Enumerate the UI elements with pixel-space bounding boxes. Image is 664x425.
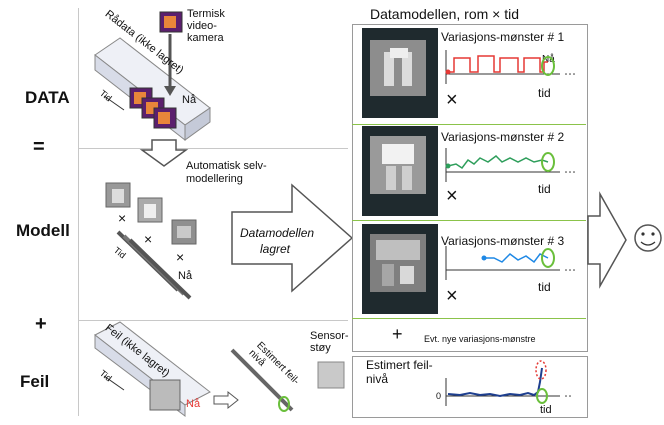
screenshot-2 (362, 126, 438, 216)
screenshot-3 (362, 224, 438, 314)
left-diagram-graphics (94, 11, 354, 418)
model-times-3: × (176, 249, 185, 265)
datamodel-title: Datamodellen, rom × tid (370, 6, 520, 22)
error-level-title: Estimert feil-nivå (366, 358, 433, 386)
model-frames (105, 182, 197, 245)
screenshot-1 (362, 28, 438, 118)
pattern-1-curve (448, 55, 548, 73)
pattern-2-title: Variasjons-mønster # 2 (441, 130, 565, 144)
separator-data-model (78, 148, 348, 149)
model-now-label: Nå (178, 270, 193, 282)
error-block (94, 321, 211, 418)
smiley-icon (634, 224, 662, 252)
pattern-separator-2 (352, 220, 586, 221)
camera-label: Termisk video-kamera (187, 8, 225, 44)
pattern-3-title: Variasjons-mønster # 3 (441, 234, 565, 248)
camera-icon (159, 11, 183, 33)
error-level-time: tid (540, 404, 552, 416)
result-graphics (587, 191, 662, 289)
pattern-curves (445, 50, 575, 280)
model-times-1: × (118, 210, 127, 226)
datamodel-stored-label: Datamodellen lagret (240, 226, 315, 256)
data-label: DATA (25, 88, 70, 107)
self-modelling-label: Automatisk selv-modellering (186, 160, 267, 185)
more-patterns-label: Evt. nye variasjons-mønstre (424, 334, 536, 344)
pattern-screenshots (362, 28, 438, 314)
left-axis (78, 8, 79, 416)
error-level-chart (445, 360, 571, 406)
plus-label: + (35, 313, 47, 335)
data-now-label: Nå (182, 94, 197, 106)
error-level-zero: 0 (436, 391, 442, 401)
sensor-noise-label: Sensor-støy (310, 330, 349, 354)
pattern-3-curve (484, 253, 549, 264)
error-level-panel (352, 356, 588, 418)
pattern-3-time-label: tid (538, 280, 551, 294)
model-time-bars (116, 230, 192, 300)
pattern-separator-3 (352, 318, 586, 319)
pattern-1-times: × (446, 89, 458, 111)
more-patterns-plus: + (392, 324, 403, 344)
pattern-1-now-label: Nå (542, 54, 555, 65)
error-now-label: Nå (186, 398, 201, 410)
pattern-1-time-label: tid (538, 86, 551, 100)
pattern-2-times: × (446, 185, 458, 207)
pattern-2-curve (447, 155, 549, 170)
model-times-2: × (144, 231, 153, 247)
thermal-frames (129, 87, 177, 129)
modell-label: Modell (16, 221, 70, 240)
pattern-2-time-label: tid (538, 182, 551, 196)
feil-label: Feil (20, 372, 50, 391)
separator-model-error (78, 320, 348, 321)
pattern-separator-1 (352, 124, 586, 125)
pattern-3-times: × (446, 285, 458, 307)
equals-label: = (33, 136, 45, 158)
pattern-1-title: Variasjons-mønster # 1 (441, 30, 565, 44)
